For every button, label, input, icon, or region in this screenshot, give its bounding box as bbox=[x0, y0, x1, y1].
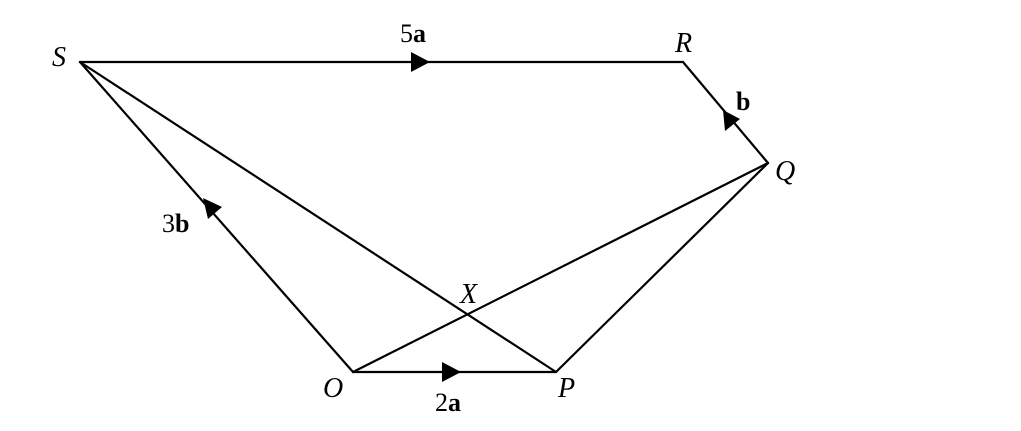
vector-coef-o-s: 3 bbox=[162, 209, 175, 238]
point-label-o: O bbox=[323, 373, 343, 404]
segment-o-s bbox=[78, 60, 355, 374]
arrowhead-s-r bbox=[411, 52, 430, 72]
arrowhead-o-p bbox=[442, 362, 461, 382]
segment-s-p bbox=[78, 60, 558, 374]
arrowhead-q-r bbox=[723, 110, 740, 131]
point-label-s: S bbox=[52, 42, 66, 73]
vector-symbol-o-p: a bbox=[448, 388, 461, 417]
vector-label-s-r: 5a bbox=[400, 19, 426, 48]
segment-o-q bbox=[351, 161, 770, 374]
point-label-q: Q bbox=[775, 156, 795, 187]
segment-p-q bbox=[554, 161, 770, 374]
vector-symbol-q-r: b bbox=[736, 87, 750, 116]
vector-symbol-s-r: a bbox=[413, 19, 426, 48]
vector-symbol-o-s: b bbox=[175, 209, 189, 238]
vector-label-o-p: 2a bbox=[435, 388, 461, 417]
vector-coef-s-r: 5 bbox=[400, 19, 413, 48]
point-label-r: R bbox=[674, 28, 692, 59]
arrowhead-o-s bbox=[203, 198, 222, 219]
point-label-x: X bbox=[459, 279, 478, 310]
vector-label-q-r: b bbox=[736, 87, 750, 116]
vector-coef-o-p: 2 bbox=[435, 388, 448, 417]
point-label-p: P bbox=[557, 373, 575, 404]
vector-label-o-s: 3b bbox=[162, 209, 189, 238]
